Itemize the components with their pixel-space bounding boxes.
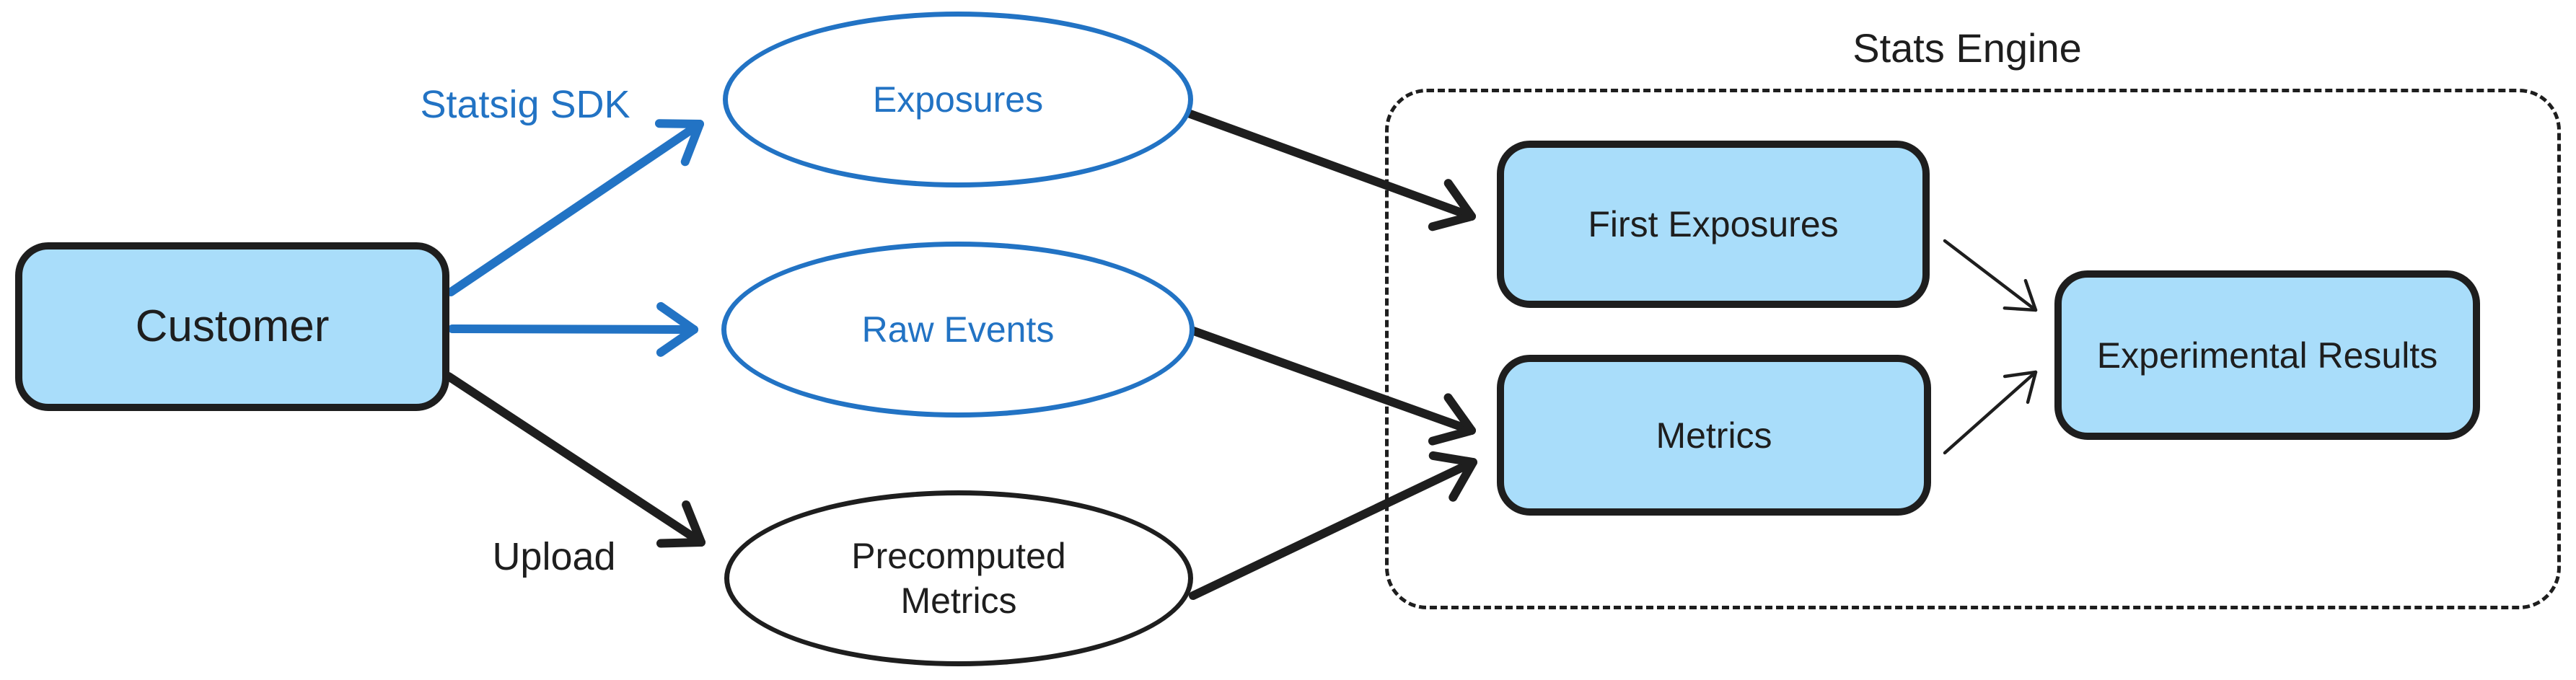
node-customer: Customer: [15, 242, 449, 411]
ellipse-precomputed-metrics: Precomputed Metrics: [724, 490, 1193, 666]
arrow-customer-to-raw-events: [448, 301, 698, 357]
edge-label-statsig-sdk: Statsig SDK: [420, 83, 630, 126]
node-experimental-results-label: Experimental Results: [2096, 335, 2438, 376]
arrow-customer-to-precomputed-metrics: [444, 372, 705, 548]
ellipse-exposures: Exposures: [723, 12, 1193, 187]
ellipse-raw-events-label: Raw Events: [861, 309, 1055, 350]
node-first-exposures-label: First Exposures: [1588, 204, 1839, 244]
ellipse-precomputed-metrics-label: Precomputed Metrics: [851, 535, 1066, 622]
stats-engine-boundary: [1385, 89, 2561, 609]
node-metrics-label: Metrics: [1656, 415, 1772, 456]
stats-engine-title: Stats Engine: [1852, 25, 2082, 71]
node-experimental-results: Experimental Results: [2054, 270, 2480, 440]
node-metrics: Metrics: [1497, 355, 1931, 516]
node-first-exposures: First Exposures: [1497, 141, 1930, 308]
ellipse-exposures-label: Exposures: [872, 79, 1044, 120]
node-customer-label: Customer: [135, 301, 330, 351]
ellipse-raw-events: Raw Events: [721, 242, 1195, 418]
arrow-customer-to-exposures: [447, 119, 704, 296]
edge-label-upload: Upload: [492, 535, 616, 578]
